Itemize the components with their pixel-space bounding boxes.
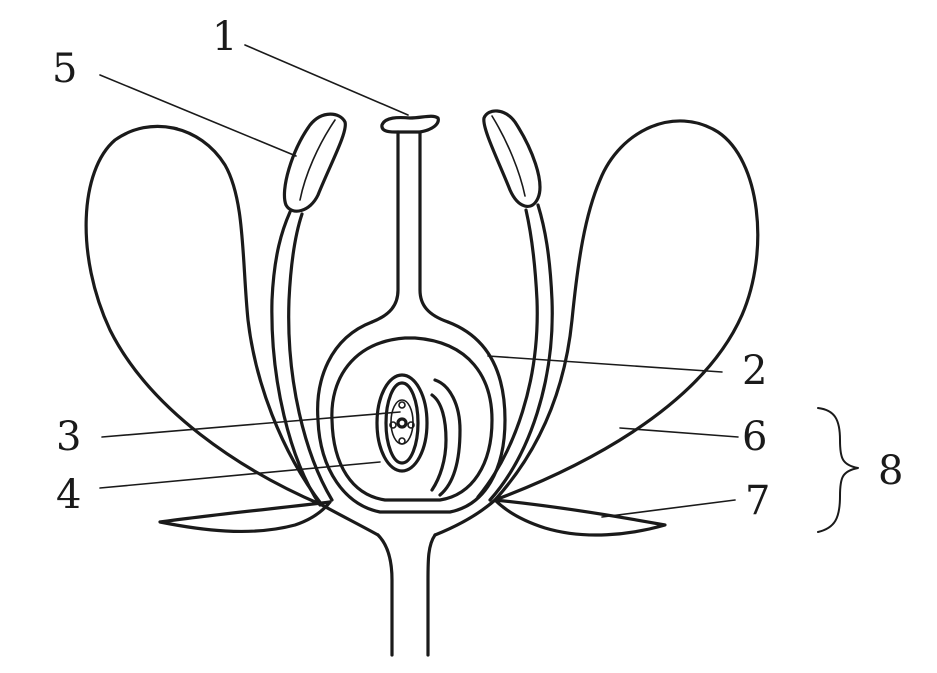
leader-line-3 <box>101 411 401 438</box>
ovary-outer-wall <box>316 320 507 514</box>
funiculus-inner <box>430 393 448 492</box>
right-filament <box>488 203 554 502</box>
left-anther-groove <box>299 119 336 201</box>
left-sepal <box>158 500 332 534</box>
style-right <box>418 130 450 324</box>
leader-line-2 <box>487 355 723 373</box>
ovary-inner-wall <box>330 336 494 502</box>
label-8: 8 <box>878 448 903 494</box>
synergid-left <box>389 421 397 429</box>
stigma <box>380 114 440 134</box>
synergid-right <box>407 421 415 429</box>
label-3: 3 <box>56 414 81 460</box>
right-filament-inner <box>476 208 539 499</box>
ovule-inner <box>384 381 420 465</box>
left-anther <box>282 112 347 213</box>
right-anther-groove <box>491 115 526 197</box>
leader-line-4 <box>99 461 381 489</box>
right-petal <box>493 119 760 502</box>
right-anther <box>482 109 542 208</box>
leader-line-5 <box>99 74 297 157</box>
label-6: 6 <box>742 414 767 460</box>
funiculus <box>433 378 462 497</box>
receptacle-right <box>433 498 497 537</box>
left-filament <box>270 210 322 507</box>
right-sepal <box>493 498 667 537</box>
leader-line-6 <box>619 427 739 438</box>
egg-cell <box>396 417 408 429</box>
polar-nucleus-bottom <box>398 437 406 445</box>
pedicel-left <box>376 533 394 657</box>
label-5: 5 <box>52 46 77 92</box>
brace-8 <box>817 407 859 533</box>
style-left <box>370 130 400 324</box>
ovule <box>375 373 429 473</box>
label-2: 2 <box>742 348 767 394</box>
leader-line-1 <box>244 44 409 116</box>
label-7: 7 <box>745 478 770 524</box>
left-filament-inner <box>287 212 334 502</box>
left-petal <box>84 124 324 507</box>
label-4: 4 <box>56 472 81 518</box>
polar-nucleus-top <box>398 401 406 409</box>
label-1: 1 <box>212 14 237 60</box>
leader-line-7 <box>601 499 736 518</box>
pedicel-right <box>426 533 437 657</box>
